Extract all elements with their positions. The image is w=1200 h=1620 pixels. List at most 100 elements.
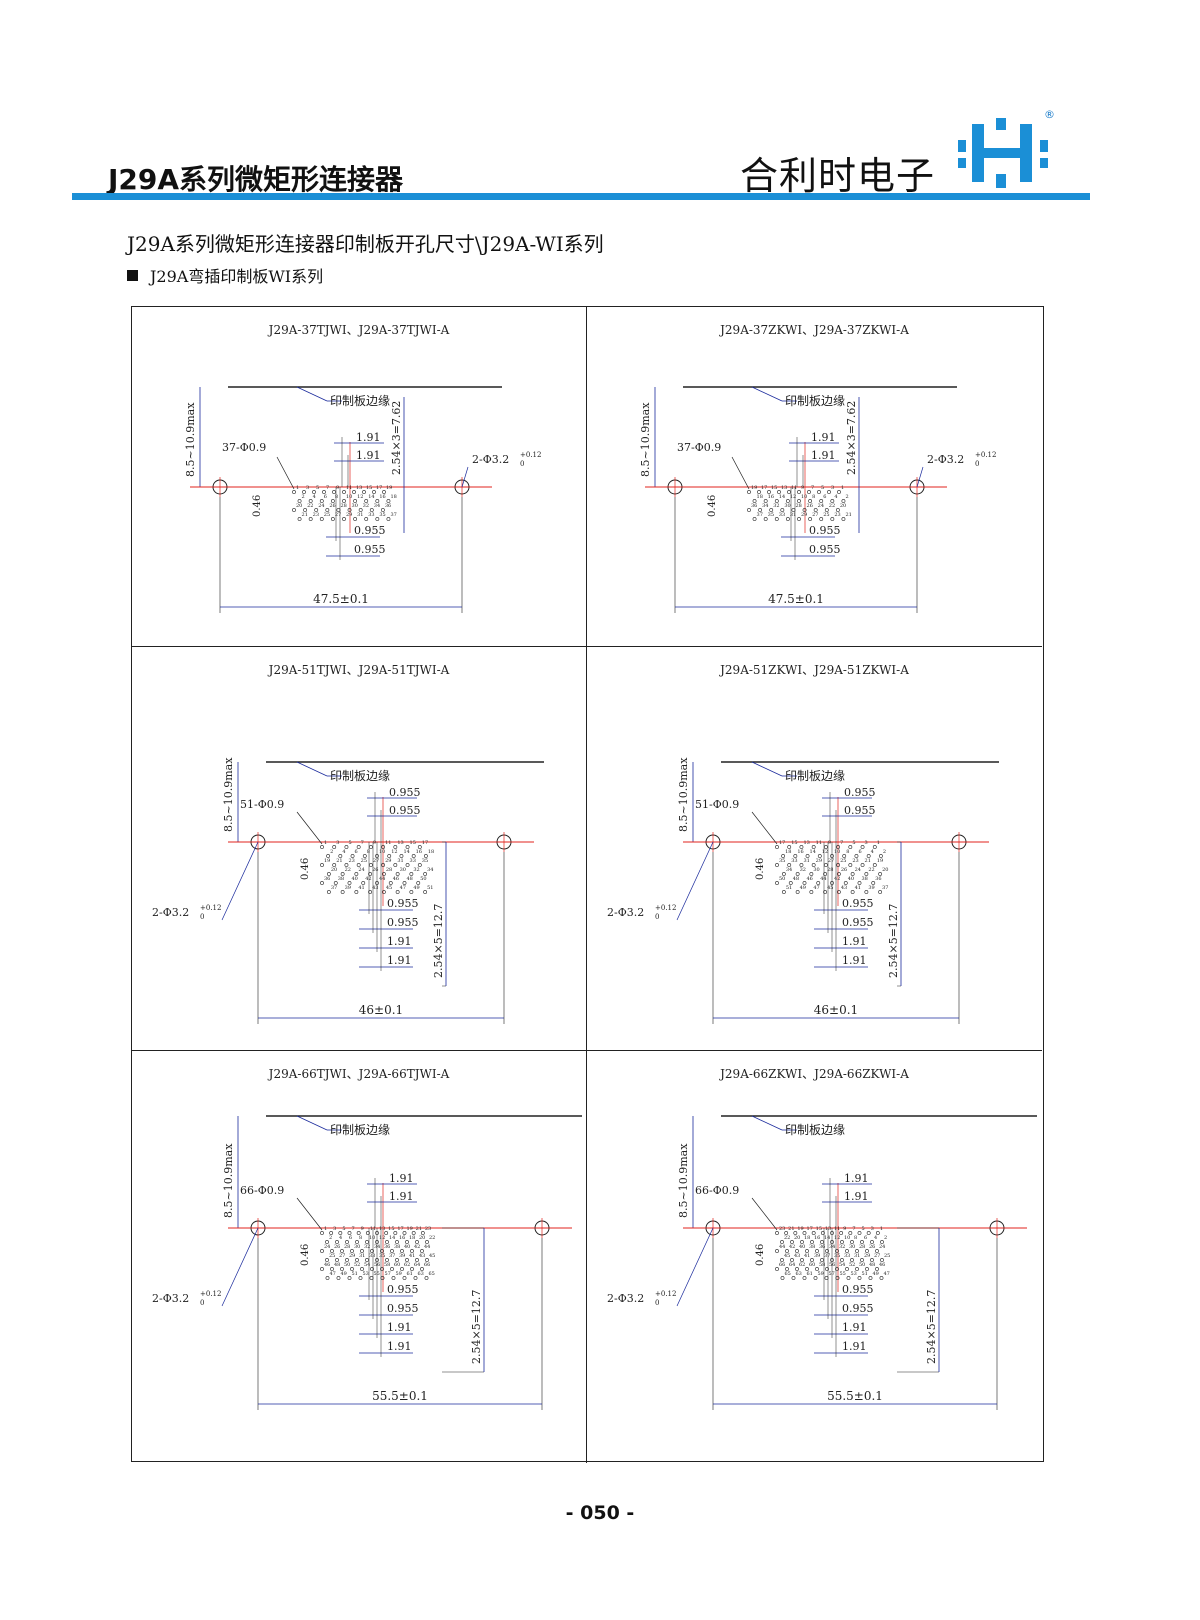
pin-count-leader xyxy=(731,456,750,490)
pin-hole-icon xyxy=(393,863,398,867)
pin-number: 54 xyxy=(364,1262,370,1268)
pin-number: 12 xyxy=(357,494,363,500)
pin-number: 6 xyxy=(349,1235,352,1241)
pin-hole-icon xyxy=(872,845,877,849)
mount-hole-label: 2-Φ3.2 xyxy=(607,906,644,919)
height-range-label: 8.5~10.9max xyxy=(222,757,235,832)
pin-hole-icon xyxy=(823,890,828,894)
pin-hole-icon xyxy=(365,1258,369,1262)
pin-hole-icon xyxy=(330,499,335,503)
pin-number: 49 xyxy=(873,1271,879,1277)
pin-number: 59 xyxy=(818,1271,824,1277)
pin-number: 7 xyxy=(852,1226,855,1232)
pin-hole-icon xyxy=(816,881,821,885)
pin-hole-icon xyxy=(365,1240,369,1244)
pin-number: 36 xyxy=(819,1244,825,1250)
pin-hole-icon xyxy=(340,890,345,894)
board-edge-label: 印制板边缘 xyxy=(785,1123,845,1137)
pin-hole-icon xyxy=(865,1267,869,1271)
pin-number: 3 xyxy=(871,1226,874,1232)
pin-number: 32 xyxy=(773,503,779,509)
pin-number: 65 xyxy=(785,1271,791,1277)
pin-hole-icon xyxy=(836,845,841,849)
pin-hole-icon xyxy=(848,1231,853,1235)
pin-number: 3 xyxy=(831,485,834,491)
pitch-label: 1.91 xyxy=(387,954,412,967)
pin-number: 51 xyxy=(352,1271,358,1277)
pin-number: 65 xyxy=(429,1271,435,1277)
pin-number: 15 xyxy=(771,485,777,491)
pitch-label: 1.91 xyxy=(389,1190,414,1203)
pin-hole-icon xyxy=(854,854,859,858)
pin-number: 17 xyxy=(397,1226,403,1232)
pin-hole-icon xyxy=(326,854,331,858)
pin-hole-icon xyxy=(810,1240,814,1244)
pin-hole-icon xyxy=(860,1258,864,1262)
pin-hole-icon xyxy=(425,1258,429,1262)
pin-number: 35 xyxy=(422,858,428,864)
pin-hole-icon xyxy=(777,490,781,494)
pitch-label: 0.955 xyxy=(844,786,876,799)
pin-hole-icon xyxy=(840,1240,844,1244)
pin-number: 44 xyxy=(424,1244,430,1250)
pin-number: 26 xyxy=(329,503,335,509)
pin-hole-icon xyxy=(356,863,361,867)
pin-hole-icon xyxy=(781,872,786,876)
pin-hole-icon xyxy=(848,863,853,867)
row-offset-label: 0.46 xyxy=(300,858,311,880)
pin-number: 14 xyxy=(389,1235,395,1241)
pin-number: 28 xyxy=(795,503,801,509)
pin-hole-icon xyxy=(345,1240,349,1244)
pin-hole-icon xyxy=(325,508,330,512)
height-range-label: 8.5~10.9max xyxy=(184,402,197,477)
pin-number: 53 xyxy=(851,1271,857,1277)
pin-number: 43 xyxy=(841,885,847,891)
tolerance-upper: +0.12 xyxy=(975,451,996,459)
pin-number: 64 xyxy=(789,1262,795,1268)
pin-hole-icon xyxy=(857,1231,862,1235)
pin-hole-icon xyxy=(795,1249,799,1253)
pin-hole-icon xyxy=(785,517,790,521)
pin-hole-icon xyxy=(354,872,359,876)
pin-hole-icon xyxy=(880,1240,884,1244)
pin-number: 28 xyxy=(859,1244,865,1250)
pin-hole-icon xyxy=(330,1249,334,1253)
pin-number: 5 xyxy=(348,840,351,846)
pin-hole-icon xyxy=(423,872,428,876)
pin-hole-icon xyxy=(380,1249,384,1253)
pin-number: 2 xyxy=(302,494,305,500)
pin-number: 44 xyxy=(820,876,826,882)
pin-hole-icon xyxy=(380,508,385,512)
pin-hole-icon xyxy=(836,890,841,894)
pin-hole-icon xyxy=(787,863,792,867)
pitch-label: 1.91 xyxy=(842,1340,867,1353)
pin-number: 23 xyxy=(348,858,354,864)
pin-hole-icon xyxy=(423,854,428,858)
pin-hole-icon xyxy=(385,1258,389,1262)
pin-hole-icon xyxy=(362,854,367,858)
drawing-svg: 印制板边缘8.5~10.9max2-Φ3.2+0.12051-Φ0.90.461… xyxy=(152,757,544,1024)
pin-number: 66 xyxy=(779,1262,785,1268)
pin-number: 11 xyxy=(385,840,391,846)
pin-number: 20 xyxy=(882,867,888,873)
pin-hole-icon xyxy=(375,517,380,521)
pin-hole-icon xyxy=(841,517,846,521)
pin-number: 38 xyxy=(862,876,868,882)
pin-number: 11 xyxy=(791,485,797,491)
pin-number: 6 xyxy=(864,1235,867,1241)
pin-number: 10 xyxy=(369,1235,375,1241)
pin-number: 39 xyxy=(399,1253,405,1259)
pin-number: 2 xyxy=(884,1235,887,1241)
drawing-svg: 印制板边缘8.5~10.9max2-Φ3.2+0.12066-Φ0.90.461… xyxy=(152,1115,582,1410)
pin-count-leader xyxy=(751,811,778,845)
pin-number: 57 xyxy=(385,1271,391,1277)
row-offset-label: 0.46 xyxy=(707,495,718,517)
tolerance-upper: +0.12 xyxy=(200,904,221,912)
pitch-label: 1.91 xyxy=(387,935,412,948)
pin-hole-icon xyxy=(364,499,369,503)
pin-hole-icon xyxy=(375,499,380,503)
pin-count-leader xyxy=(296,1197,323,1231)
pin-hole-icon xyxy=(395,1240,399,1244)
pin-number: 46 xyxy=(324,1262,330,1268)
pin-hole-icon xyxy=(411,1231,416,1235)
